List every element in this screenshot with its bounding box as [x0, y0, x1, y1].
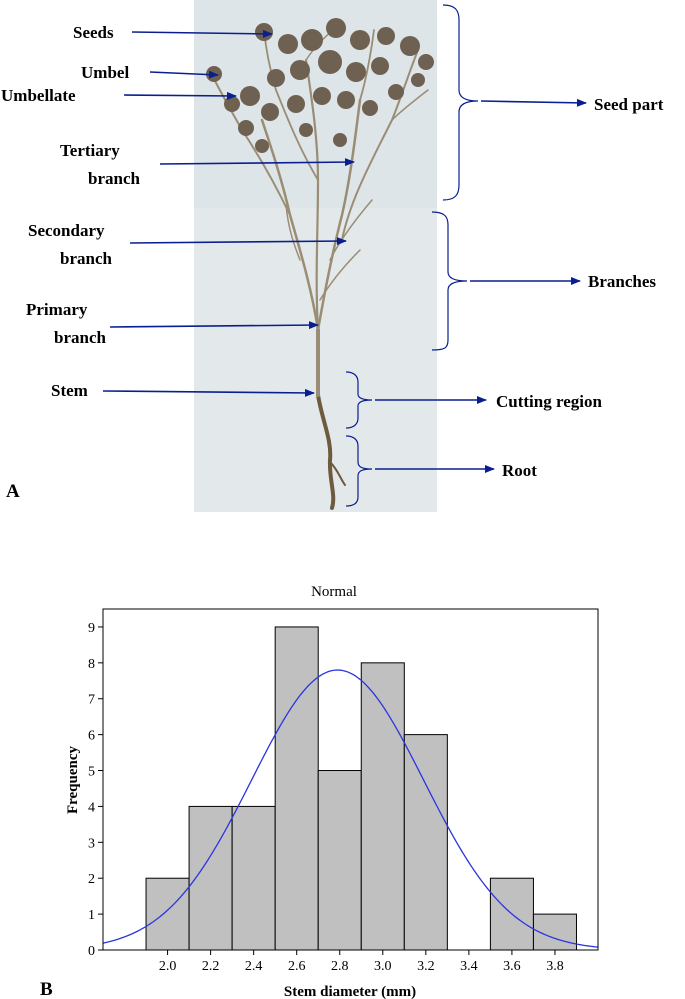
histogram-bar	[231, 805, 276, 951]
histogram-bar	[317, 770, 362, 951]
panel-b: Normal 0 1 2 3 4 5 6 7 8 9 2.0 2.2 2.4 2.6 2.8 3.0 3.2 3…	[40, 584, 599, 999]
arrow-secondary	[129, 237, 347, 246]
arrow-stem	[102, 388, 315, 397]
chart-title: Normal	[311, 584, 357, 600]
seed-clusters	[206, 18, 434, 153]
plot-frame	[102, 608, 599, 951]
y-tick-label: 4	[88, 800, 95, 815]
label-seeds: Seeds	[73, 23, 114, 42]
label-cutting-region: Cutting region	[496, 392, 602, 411]
x-tick-label: 3.6	[503, 959, 521, 974]
x-tick-label: 3.0	[374, 959, 392, 974]
histogram-bar	[145, 877, 190, 951]
label-primary-line2: branch	[54, 328, 107, 347]
x-tick-label: 2.2	[202, 959, 220, 974]
label-tertiary-line2: branch	[88, 169, 141, 188]
normal-curve	[102, 669, 599, 948]
panel-label-b: B	[40, 979, 53, 999]
y-tick-label: 9	[88, 621, 95, 636]
bracket-root	[345, 435, 373, 507]
arrow-umbellate	[123, 91, 237, 100]
x-tick-label: 3.2	[417, 959, 435, 974]
label-seed-part: Seed part	[594, 95, 664, 114]
label-root: Root	[502, 461, 537, 480]
histogram-bar	[360, 662, 405, 951]
label-stem: Stem	[51, 381, 88, 400]
label-umbel: Umbel	[81, 63, 129, 82]
x-tick-label: 2.0	[159, 959, 177, 974]
bracket-cutting	[345, 371, 373, 429]
right-arrows	[375, 98, 587, 473]
histogram-bars	[145, 626, 577, 951]
histogram-bar	[403, 734, 448, 951]
label-umbellate: Umbellate	[1, 86, 76, 105]
left-arrows	[102, 29, 355, 397]
x-tick-label: 2.4	[245, 959, 263, 974]
bracket-branches	[431, 211, 468, 351]
y-axis-title: Frequency	[65, 745, 81, 814]
plant-photo-lower	[194, 208, 437, 512]
x-tick-label: 3.4	[460, 959, 478, 974]
y-tick-label: 5	[88, 765, 95, 780]
y-tick-label: 7	[88, 693, 95, 708]
brackets	[345, 4, 479, 507]
arrow-umbel	[149, 70, 219, 79]
label-primary-line1: Primary	[26, 300, 88, 319]
panel-a: Seeds Umbel Umbellate Tertiary branch Se…	[1, 0, 664, 512]
y-tick-label: 3	[88, 836, 95, 851]
histogram-bar	[274, 626, 319, 951]
label-tertiary-line1: Tertiary	[60, 141, 120, 160]
y-tick-label: 6	[88, 729, 95, 744]
arrow-seeds	[131, 29, 273, 38]
x-tick-label: 2.6	[288, 959, 306, 974]
x-axis: 2.0 2.2 2.4 2.6 2.8 3.0 3.2 3.4 3.6 3.8	[159, 950, 564, 974]
bracket-seed-part	[442, 4, 479, 201]
y-tick-label: 2	[88, 872, 95, 887]
label-branches: Branches	[588, 272, 656, 291]
arrow-tertiary	[159, 158, 355, 167]
y-tick-label: 8	[88, 657, 95, 672]
x-tick-label: 3.8	[546, 959, 564, 974]
label-secondary-line1: Secondary	[28, 221, 105, 240]
x-axis-title: Stem diameter (mm)	[284, 984, 416, 999]
y-axis: 0 1 2 3 4 5 6 7 8 9	[88, 621, 103, 959]
panel-label-a: A	[6, 481, 20, 502]
y-tick-label: 0	[88, 944, 95, 959]
x-tick-label: 2.8	[331, 959, 349, 974]
arrow-seed-part	[480, 98, 587, 107]
label-secondary-line2: branch	[60, 249, 113, 268]
arrow-primary	[109, 321, 319, 330]
y-tick-label: 1	[88, 908, 95, 923]
